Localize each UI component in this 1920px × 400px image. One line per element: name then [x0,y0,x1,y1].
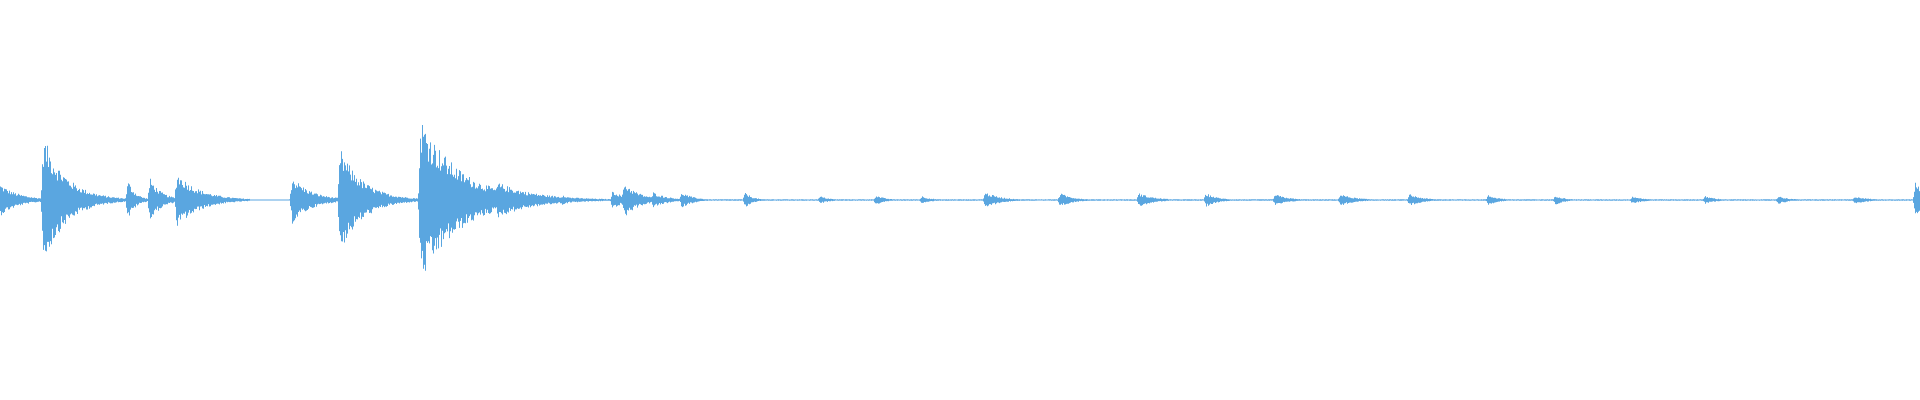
waveform-samples [0,125,1920,271]
waveform-path [0,125,1920,271]
